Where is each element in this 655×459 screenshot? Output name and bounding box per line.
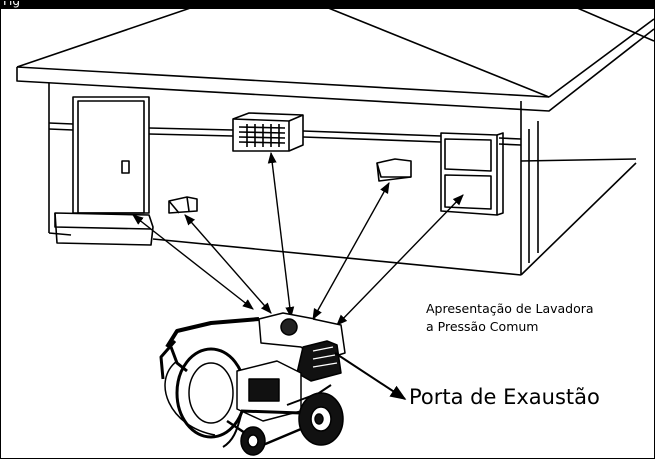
arrow-vent-right (312, 182, 390, 320)
arrow-ac-unit (267, 151, 295, 319)
airflow-arrows (132, 151, 464, 326)
normal-display-caption-line2: a Pressão Comum (426, 319, 539, 334)
normal-display-caption-line1: Apresentação de Lavadora (426, 301, 594, 316)
wall-vent-right (376, 158, 412, 182)
pressure-washer (159, 312, 346, 456)
house-door (54, 96, 154, 246)
exhaust-port-leader-arrow (334, 352, 407, 400)
figure-label: Fig (3, 0, 20, 8)
house-window (440, 132, 504, 216)
normal-display-caption: Apresentação de Lavadora a Pressão Comum (426, 300, 646, 336)
arrow-vent-left (184, 214, 272, 314)
figure-header-bar: Fig (1, 1, 654, 9)
exhaust-port-label: Porta de Exaustão (409, 385, 600, 409)
house-wall (48, 83, 637, 276)
wall-vent-left (168, 196, 198, 214)
arrow-window (336, 194, 464, 326)
house-roof (16, 1, 654, 112)
arrow-door (132, 214, 254, 310)
wall-air-conditioner (232, 112, 304, 152)
